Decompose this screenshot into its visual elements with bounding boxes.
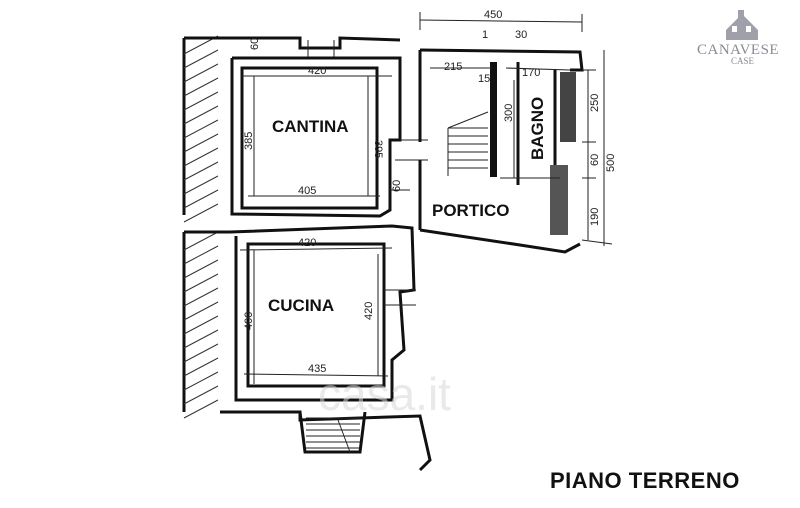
dim-cantina-right: 395 [372, 140, 384, 158]
dim-top-small: 30 [515, 29, 527, 41]
dim-portico-300: 300 [503, 104, 515, 122]
room-label-bagno: BAGNO [528, 97, 547, 160]
dim-right-60: 60 [589, 154, 601, 166]
hatch-stroke [183, 175, 219, 195]
dim-right-190: 190 [589, 208, 601, 226]
hatch-stroke [183, 371, 219, 391]
dim-cantina-left: 385 [243, 132, 255, 150]
hatch-stroke [183, 329, 219, 349]
cantina-walls [184, 36, 428, 218]
dim-cantina-corner: 60 [249, 38, 261, 50]
hatch-stroke [183, 77, 219, 97]
hatch-stroke [337, 419, 351, 453]
dim-cantina-bottom: 405 [298, 185, 316, 197]
hatch-stroke [183, 231, 219, 251]
logo-name: CANAVESE [697, 42, 779, 58]
portico-walls [418, 48, 584, 254]
hatch-stroke [183, 189, 219, 209]
hatch-stroke [183, 343, 219, 363]
hatch-stroke [183, 91, 219, 111]
dim-right-500: 500 [605, 154, 617, 172]
dim-top-overall: 450 [484, 9, 502, 21]
hatch-stroke [183, 203, 219, 223]
dim-cucina-right: 420 [363, 302, 375, 320]
dim-top-one: 1 [482, 29, 488, 41]
room-label-cucina: CUCINA [268, 296, 334, 315]
hatch-stroke [183, 357, 219, 377]
cucina-walls [184, 224, 432, 472]
hatch-stroke [447, 111, 489, 129]
plan-title: PIANO TERRENO [550, 468, 740, 493]
lower-stair [298, 411, 367, 454]
dim-cucina-left: 400 [243, 312, 255, 330]
hatch-stroke [183, 49, 219, 69]
dim-passage: 60 [391, 180, 403, 192]
dim-cucina-top: 420 [298, 237, 316, 249]
hatch-stroke [183, 245, 219, 265]
hatch-stroke [183, 399, 219, 419]
hatch-stroke [183, 259, 219, 279]
canavese-case-logo: CANAVESE CASE [697, 10, 779, 66]
left-hatched-wall [182, 35, 219, 419]
hatch-stroke [183, 63, 219, 83]
hatch-stroke [183, 105, 219, 125]
hatch-stroke [183, 385, 219, 405]
hatch-stroke [183, 133, 219, 153]
dimension-lines [239, 12, 613, 384]
dim-portico-215: 215 [444, 61, 462, 73]
hatch-stroke [183, 273, 219, 293]
room-label-portico: PORTICO [432, 201, 509, 220]
dim-cucina-bottom: 435 [308, 363, 326, 375]
hatch-stroke [183, 147, 219, 167]
dim-portico-170: 170 [522, 67, 540, 79]
dim-cantina-top: 420 [308, 65, 326, 77]
hatch-stroke [183, 119, 219, 139]
room-label-cantina: CANTINA [272, 117, 349, 136]
watermark-text: casa.it [318, 368, 451, 420]
hatch-stroke [183, 287, 219, 307]
hatch-stroke [183, 301, 219, 321]
dim-portico-15: 15 [478, 73, 490, 85]
dim-right-250: 250 [589, 94, 601, 112]
hatch-stroke [183, 161, 219, 181]
hatch-stroke [183, 315, 219, 335]
logo-sub: CASE [731, 56, 755, 66]
